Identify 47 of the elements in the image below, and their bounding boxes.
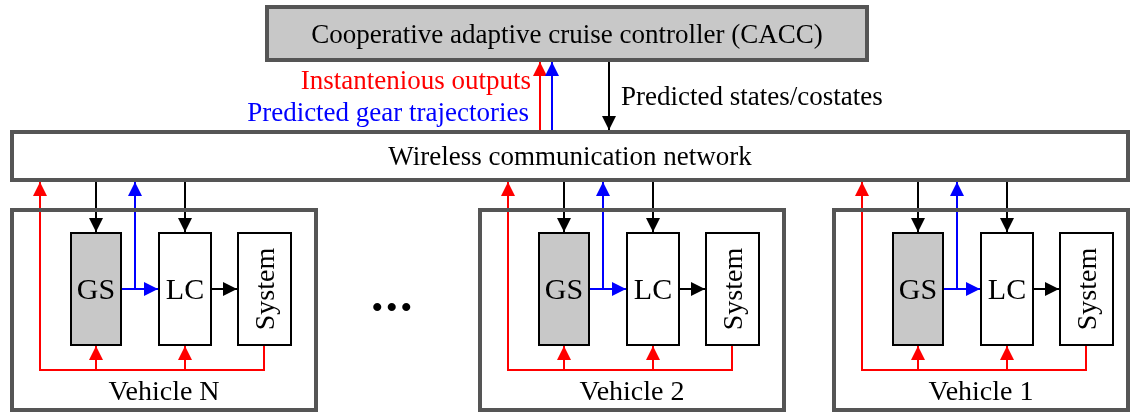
- node-label: LC: [165, 273, 205, 305]
- arrow: [679, 282, 706, 296]
- node-label: LC: [633, 273, 673, 305]
- network-bar: [10, 130, 1130, 182]
- block: [158, 232, 212, 346]
- block: [892, 232, 944, 346]
- ellipsis-label: •••: [372, 290, 416, 324]
- vehicle-box: [478, 208, 786, 412]
- block: [980, 232, 1034, 346]
- arrow: [557, 181, 571, 233]
- controller-box: [265, 5, 869, 62]
- node-label: System: [249, 247, 280, 331]
- node-label: GS: [898, 273, 938, 305]
- arrow: [911, 181, 925, 233]
- node-label: LC: [987, 273, 1027, 305]
- node-label: GS: [544, 273, 584, 305]
- arrow: [545, 61, 559, 131]
- arrow: [211, 282, 238, 296]
- arrow: [602, 61, 616, 131]
- block: [626, 232, 680, 346]
- node-label: System: [1071, 247, 1102, 331]
- edge-label: Predicted gear trajectories: [247, 98, 529, 126]
- arrow: [855, 181, 1087, 371]
- arrow: [533, 61, 547, 131]
- node-label: Cooperative adaptive cruise controller (CACC): [311, 19, 823, 48]
- block: [70, 232, 122, 346]
- node-label: Vehicle 2: [579, 376, 685, 406]
- arrow: [89, 181, 103, 233]
- block: [538, 232, 590, 346]
- edge-label: Instantenious outputs: [300, 66, 531, 94]
- arrow: [33, 181, 265, 371]
- arrow: [178, 181, 192, 233]
- arrow: [1033, 282, 1060, 296]
- vehicle-box: [10, 208, 318, 412]
- node-label: GS: [76, 273, 116, 305]
- arrow: [501, 181, 733, 371]
- node-label: Wireless communication network: [388, 141, 752, 171]
- vehicle-box: [832, 208, 1130, 412]
- node-label: System: [717, 247, 748, 331]
- node-label: Vehicle 1: [928, 376, 1034, 406]
- block: [237, 232, 292, 346]
- arrow: [1000, 181, 1014, 233]
- arrow: [646, 181, 660, 233]
- node-label: Vehicle N: [108, 376, 220, 406]
- edge-label: Predicted states/costates: [621, 82, 883, 110]
- block: [705, 232, 760, 346]
- block: [1059, 232, 1114, 346]
